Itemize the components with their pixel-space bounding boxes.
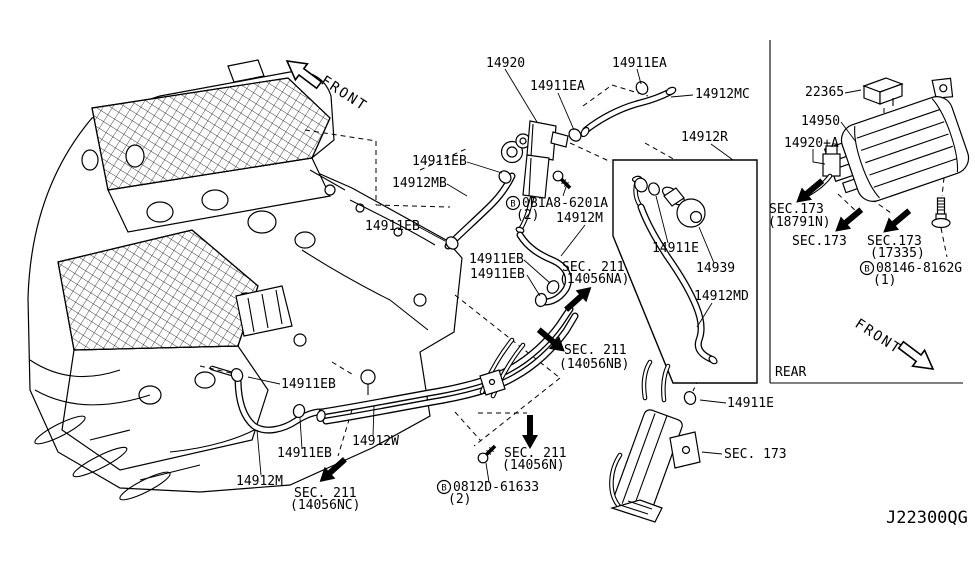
sensor-22365	[862, 77, 904, 106]
label-14950: 14950	[801, 114, 840, 129]
label-14912m-center: 14912M	[556, 211, 603, 226]
label-14911eb-2: 14911EB	[365, 219, 420, 234]
clamp-14911e-in-box	[634, 177, 660, 196]
label-rear: REAR	[775, 365, 806, 380]
label-b081a8-qty: (2)	[516, 208, 539, 223]
panel-divider	[769, 40, 963, 384]
leader-lines	[247, 68, 862, 483]
label-sec173-17335-sub: (17335)	[870, 246, 925, 261]
label-14912mc: 14912MC	[695, 87, 750, 102]
diagram-code: J22300QG	[886, 508, 968, 528]
label-22365: 22365	[805, 85, 844, 100]
label-14912w: 14912W	[352, 434, 399, 449]
clamp-14911e-bottom	[683, 391, 697, 405]
bolt-08146	[931, 197, 951, 229]
label-14911eb-4: 14911EB	[470, 267, 525, 282]
label-b081a8: B 0B1A8-6201A (2)	[505, 195, 608, 223]
label-14912mb: 14912MB	[392, 176, 447, 191]
label-sec211-n: SEC. 211	[504, 446, 567, 461]
label-sec211-nb-sub: (14056NB)	[559, 357, 629, 372]
screw-081a8	[552, 170, 572, 190]
label-14911ea-1: 14911EA	[530, 79, 585, 94]
screw-0812d	[477, 444, 497, 464]
label-b0812d: B 0812D-61633 (2)	[436, 479, 539, 507]
label-14911eb-3: 14911EB	[469, 252, 524, 267]
hose-14912m-center	[516, 231, 572, 308]
front-arrow-bottom	[897, 340, 935, 371]
label-14911eb-5: 14911EB	[281, 377, 336, 392]
label-b08146: B 08146-8162G (1)	[859, 260, 962, 288]
label-14912r: 14912R	[681, 130, 728, 145]
hose-14912mc	[580, 86, 677, 138]
part-labels: FRONT 14920 14911EA 14911EA 14912MC 1491…	[236, 56, 968, 528]
clamp-14911ea-2	[635, 81, 649, 95]
label-14920: 14920	[486, 56, 525, 71]
label-sec211-na: SEC. 211	[562, 260, 625, 275]
label-sec173-bottom: SEC. 173	[724, 447, 787, 462]
label-sec173-18791n-sub: (18791N)	[768, 215, 831, 230]
sec211-na-arrow	[564, 286, 592, 312]
hose-14912md	[637, 203, 718, 365]
label-14920a: 14920+A	[784, 136, 839, 151]
sec211-nc-arrow	[319, 457, 347, 483]
part-box-14912r	[612, 159, 758, 384]
part-sec173-bottom	[609, 359, 701, 523]
label-sec211-nc-sub: (14056NC)	[290, 498, 360, 513]
sec173-arrow-1	[796, 178, 825, 203]
right-panel	[769, 40, 970, 384]
clamp-14911ea-1	[568, 128, 582, 142]
label-sec211-na-sub: (14056NA)	[559, 272, 629, 287]
section-arrows	[319, 286, 592, 483]
pipes-14912w	[316, 305, 579, 425]
label-b081a8-prefix: B	[510, 200, 515, 210]
vacuum-valve-14920	[500, 120, 569, 234]
label-14911eb-6: 14911EB	[277, 446, 332, 461]
label-b0812d-prefix: B	[441, 484, 446, 494]
label-14911eb-1: 14911EB	[412, 154, 467, 169]
label-14939: 14939	[696, 261, 735, 276]
label-b081a8-num: 0B1A8-6201A	[522, 196, 608, 211]
hose-14912m-bottom	[230, 368, 324, 434]
label-14911ea-2: 14911EA	[612, 56, 667, 71]
label-b0812d-qty: (2)	[448, 492, 471, 507]
label-b0812d-num: 0812D-61633	[453, 480, 539, 495]
label-sec173-18791n: SEC.173	[769, 202, 824, 217]
sec211-n-arrow	[522, 415, 538, 449]
front-arrow-top	[285, 59, 323, 90]
label-b08146-num: 08146-8162G	[876, 261, 962, 276]
label-b08146-qty: (1)	[873, 273, 896, 288]
sec173-arrow-2	[835, 207, 864, 232]
label-b08146-prefix: B	[864, 265, 869, 275]
clamp-14911eb-5	[230, 368, 244, 382]
label-14911e-box: 14911E	[652, 241, 699, 256]
clamp-14911eb-6	[292, 403, 306, 419]
hose-14912mb	[444, 170, 516, 250]
label-sec211-nc: SEC. 211	[294, 486, 357, 501]
valve-14939	[663, 187, 706, 228]
label-sec211-n-sub: (14056N)	[502, 458, 565, 473]
label-sec173-17335: SEC.173	[867, 234, 922, 249]
label-14912md: 14912MD	[694, 289, 749, 304]
front-label-bottom: FRONT	[852, 316, 904, 358]
label-sec173-mid: SEC.173	[792, 234, 847, 249]
pipe-bracket-loop	[360, 369, 376, 385]
label-sec211-nb: SEC. 211	[564, 343, 627, 358]
label-14912m-bottom: 14912M	[236, 474, 283, 489]
sec211-nb-arrow	[536, 327, 565, 352]
label-14911e-bottom: 14911E	[727, 396, 774, 411]
engine-block-art	[27, 59, 463, 501]
sec173-arrow-3	[883, 208, 912, 233]
